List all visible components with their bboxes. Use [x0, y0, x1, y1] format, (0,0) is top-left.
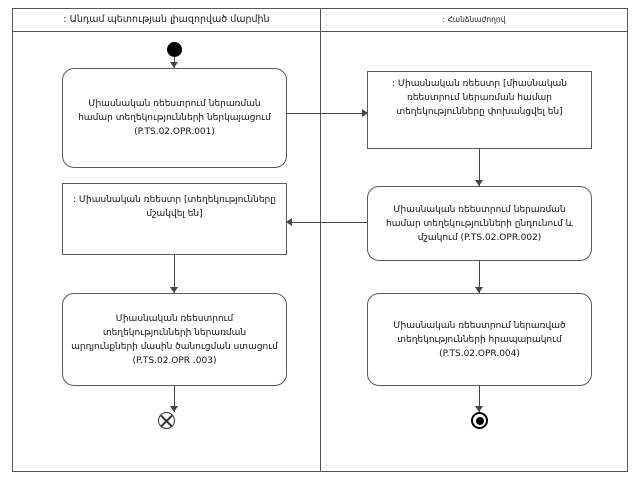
arrowhead-flow-final-in [170, 406, 178, 412]
activity-final-node[interactable] [471, 412, 488, 429]
edge-action-004-to-activity-final [479, 386, 480, 412]
object-node-registry-transferred-label: : Միասնական ռեեստր [միասնական ռեեստրում … [391, 79, 567, 117]
arrowhead-activity-final-in [475, 406, 483, 412]
edge-action-003-to-flow-final [174, 386, 175, 412]
edge-action-002-to-object-processed [292, 222, 367, 223]
edge-object-processed-to-action-003 [174, 255, 175, 293]
action-node-opr-003-label: Միասնական ռեեստրում տեղեկությունների ներ… [71, 313, 278, 366]
action-node-opr-001-label: Միասնական ռեեստրում ներառման համար տեղեկ… [78, 99, 271, 137]
action-node-opr-002-label: Միասնական ռեեստրում ներառման համար տեղեկ… [386, 204, 573, 243]
object-node-registry-processed-label: : Միասնական ռեեստր [տեղեկությունները մշա… [73, 195, 276, 219]
action-node-opr-001[interactable]: Միասնական ռեեստրում ներառման համար տեղեկ… [62, 68, 287, 168]
action-node-opr-003[interactable]: Միասնական ռեեստրում տեղեկությունների ներ… [62, 293, 287, 386]
swimlane-title-right: : Հանձնաժողով [442, 15, 506, 24]
arrowhead-object-transferred-in [362, 109, 368, 117]
edge-action-001-to-object-transferred [287, 113, 367, 114]
swimlane-title-left: : Անդամ պետության լիազորված մարմին [63, 14, 270, 25]
object-node-registry-transferred[interactable]: : Միասնական ռեեստր [միասնական ռեեստրում … [367, 71, 592, 149]
arrowhead-action-004-in [475, 287, 483, 293]
action-node-opr-004-label: Միասնական ռեեստրում ներառված տեղեկությու… [393, 320, 566, 359]
action-node-opr-002[interactable]: Միասնական ռեեստրում ներառման համար տեղեկ… [367, 186, 592, 261]
swimlane-divider [320, 8, 321, 472]
action-node-opr-004[interactable]: Միասնական ռեեստրում ներառված տեղեկությու… [367, 293, 592, 386]
arrowhead-action-001-in [170, 62, 178, 68]
arrowhead-object-processed-in [286, 218, 292, 226]
flow-final-node[interactable] [158, 412, 175, 429]
initial-node[interactable] [167, 42, 182, 57]
edge-action-002-to-action-004 [479, 261, 480, 293]
object-node-registry-processed[interactable]: : Միասնական ռեեստր [տեղեկությունները մշա… [62, 183, 287, 255]
arrowhead-action-003-in [170, 287, 178, 293]
edge-object-transferred-to-action-002 [479, 149, 480, 186]
arrowhead-action-002-in [475, 180, 483, 186]
